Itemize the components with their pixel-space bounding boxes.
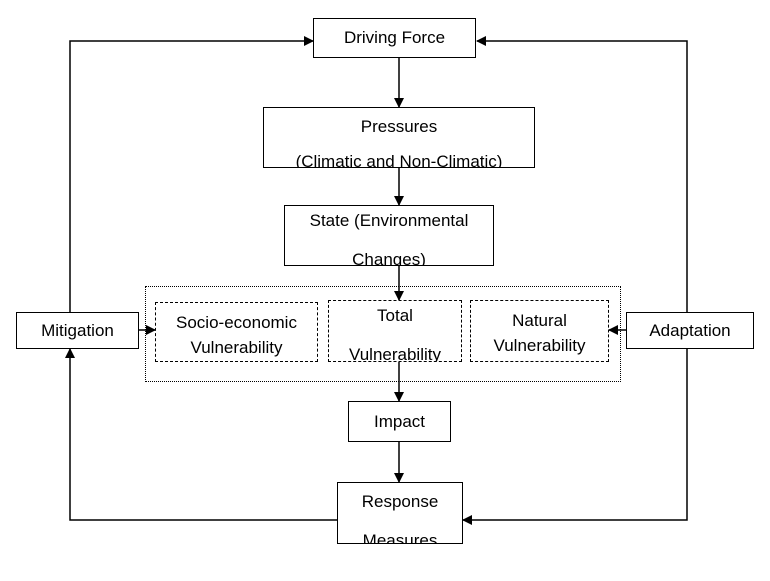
adaptation-box: Adaptation	[626, 312, 754, 349]
driving-force-label: Driving Force	[343, 28, 446, 47]
impact-box: Impact	[348, 401, 451, 442]
state-box: State (Environmental Changes)	[284, 205, 494, 266]
adaptation-label: Adaptation	[649, 321, 731, 340]
state-label-line1: State (Environmental	[309, 211, 469, 230]
pressures-label-line1: Pressures	[360, 117, 438, 136]
vulnerability-group	[145, 286, 621, 382]
natural-label-line2: Vulnerability	[493, 335, 586, 355]
natural-vulnerability-box: Natural Vulnerability	[470, 300, 609, 362]
total-label-line1: Total	[377, 306, 413, 325]
arrow-adaptation-to-driving	[476, 36, 688, 312]
driving-force-box: Driving Force	[313, 18, 476, 58]
response-label-line1: Response	[361, 492, 439, 511]
response-label-line2: Measures	[362, 530, 438, 544]
state-label-line2: Changes)	[352, 249, 426, 266]
response-box: Response Measures	[337, 482, 463, 544]
total-label-line2: Vulnerability	[349, 344, 441, 362]
pressures-label-line2: (Climatic and Non-Climatic)	[295, 151, 503, 168]
socio-economic-vulnerability-box: Socio-economic Vulnerability	[155, 302, 318, 362]
pressures-box: Pressures (Climatic and Non-Climatic)	[263, 107, 535, 168]
mitigation-box: Mitigation	[16, 312, 139, 349]
socio-label-line1: Socio-economic	[176, 313, 297, 332]
mitigation-label: Mitigation	[41, 321, 114, 340]
socio-label-line2: Vulnerability	[190, 337, 283, 357]
natural-label-line1: Natural	[512, 311, 567, 330]
impact-label: Impact	[373, 412, 426, 431]
arrow-mitigation-to-driving	[69, 36, 314, 312]
total-vulnerability-box: Total Vulnerability	[328, 300, 462, 362]
